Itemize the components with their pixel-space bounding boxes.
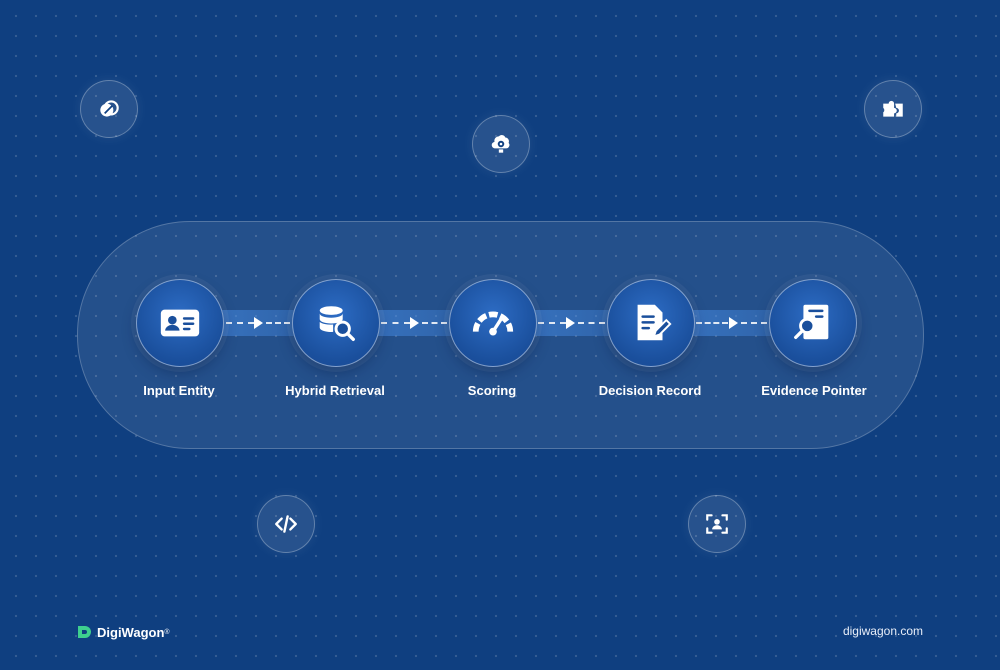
venn-circles-icon [80, 80, 138, 138]
code-icon [257, 495, 315, 553]
connector-line-4b [741, 322, 767, 324]
connector-line-2 [381, 322, 410, 324]
gauge-icon [472, 311, 514, 336]
step-hybrid-retrieval-node [292, 279, 380, 367]
arrow-icon [729, 317, 738, 329]
brain-gear-icon [472, 115, 530, 173]
site-url[interactable]: digiwagon.com [842, 624, 923, 638]
step-decision-record-node [607, 279, 695, 367]
arrow-icon [254, 317, 263, 329]
connector-line-3 [538, 322, 566, 324]
id-card-icon [160, 309, 200, 337]
connector-line-2b [422, 322, 447, 324]
document-search-icon [794, 304, 829, 340]
connector-line-1b [266, 322, 290, 324]
step-evidence-pointer-node [769, 279, 857, 367]
step-input-entity-label: Input Entity [143, 383, 215, 398]
step-hybrid-retrieval-label: Hybrid Retrieval [285, 383, 385, 398]
arrow-icon [566, 317, 575, 329]
brand-logo: DigiWagon ® [77, 624, 170, 640]
database-search-icon [319, 306, 355, 341]
face-scan-icon [688, 495, 746, 553]
step-input-entity-node [136, 279, 224, 367]
arrow-icon [410, 317, 419, 329]
connector-line-1 [226, 322, 254, 324]
brand-registered-mark: ® [164, 628, 170, 636]
brand-name: DigiWagon [97, 624, 165, 640]
step-scoring-node [449, 279, 537, 367]
step-scoring-label: Scoring [467, 383, 517, 398]
document-edit-icon [637, 304, 672, 341]
connector-line-4 [696, 322, 728, 324]
step-evidence-pointer-label: Evidence Pointer [761, 383, 867, 398]
puzzle-icon [864, 80, 922, 138]
step-decision-record-label: Decision Record [598, 383, 702, 398]
brand-mark-icon [78, 626, 91, 638]
connector-line-3b [578, 322, 605, 324]
